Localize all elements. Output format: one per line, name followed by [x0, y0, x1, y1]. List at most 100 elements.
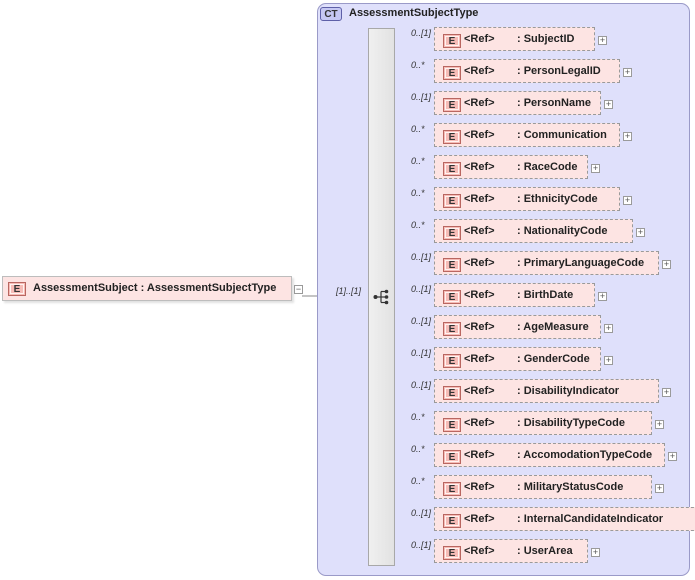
child-cardinality: 0..* [411, 60, 425, 70]
child-element[interactable]: E<Ref> : GenderCode [434, 347, 601, 371]
expand-toggle-icon[interactable]: + [623, 67, 632, 77]
expand-toggle-icon[interactable]: + [604, 99, 613, 109]
element-icon: E [443, 194, 461, 208]
child-element[interactable]: E<Ref> : MilitaryStatusCode [434, 475, 652, 499]
expand-toggle-icon[interactable]: + [655, 419, 664, 429]
child-cardinality: 0..[1] [411, 508, 432, 518]
child-ref-label: <Ref> [464, 385, 495, 397]
complex-type-icon: CT [320, 7, 342, 21]
child-ref-label: <Ref> [464, 449, 495, 461]
expand-toggle-icon[interactable]: + [623, 195, 632, 205]
child-ref-label: <Ref> [464, 97, 495, 109]
child-element[interactable]: E<Ref> : EthnicityCode [434, 187, 620, 211]
element-icon: E [443, 34, 461, 48]
child-name-label: : BirthDate [517, 289, 574, 301]
child-ref-label: <Ref> [464, 321, 495, 333]
element-icon: E [443, 130, 461, 144]
expand-toggle-icon[interactable]: + [598, 35, 607, 45]
child-name-label: : SubjectID [517, 33, 575, 45]
child-cardinality: 0..[1] [411, 348, 432, 358]
element-icon: E [443, 354, 461, 368]
child-name-label: : PrimaryLanguageCode [517, 257, 645, 269]
child-cardinality: 0..[1] [411, 284, 432, 294]
child-element[interactable]: E<Ref>: DisabilityIndicator [434, 379, 659, 403]
child-name-label: : RaceCode [517, 161, 578, 173]
element-icon: E [443, 258, 461, 272]
child-cardinality: 0..* [411, 156, 425, 166]
child-cardinality: 0..* [411, 124, 425, 134]
child-element[interactable]: E<Ref> : InternalCandidateIndicator [434, 507, 695, 531]
child-ref-label: <Ref> [464, 225, 495, 237]
child-cardinality: 0..[1] [411, 540, 432, 550]
expand-toggle-icon[interactable]: + [668, 451, 677, 461]
sequence-compositor-icon [373, 289, 389, 305]
child-ref-label: <Ref> [464, 353, 495, 365]
expand-toggle-icon[interactable]: + [604, 323, 613, 333]
child-ref-label: <Ref> [464, 481, 495, 493]
expand-toggle-icon[interactable]: + [636, 227, 645, 237]
child-ref-label: <Ref> [464, 289, 495, 301]
child-ref-label: <Ref> [464, 193, 495, 205]
child-element[interactable]: E<Ref>: Communication [434, 123, 620, 147]
child-cardinality: 0..[1] [411, 380, 432, 390]
child-ref-label: <Ref> [464, 161, 495, 173]
child-element[interactable]: E<Ref> : SubjectID [434, 27, 595, 51]
child-name-label: : PersonLegalID [517, 65, 601, 77]
child-element[interactable]: E<Ref> : PersonName [434, 91, 601, 115]
expand-toggle-icon[interactable]: + [623, 131, 632, 141]
element-icon: E [443, 514, 461, 528]
child-name-label: : PersonName [517, 97, 591, 109]
child-element[interactable]: E<Ref>: PersonLegalID [434, 59, 620, 83]
element-icon: E [443, 290, 461, 304]
expand-toggle-icon[interactable]: + [598, 291, 607, 301]
child-element[interactable]: E<Ref> : PrimaryLanguageCode [434, 251, 659, 275]
child-ref-label: <Ref> [464, 545, 495, 557]
element-icon: E [443, 450, 461, 464]
child-ref-label: <Ref> [464, 33, 495, 45]
child-element[interactable]: E<Ref> : UserArea [434, 539, 588, 563]
child-name-label: : MilitaryStatusCode [517, 481, 624, 493]
element-icon: E [443, 482, 461, 496]
expand-toggle-icon[interactable]: + [662, 387, 671, 397]
child-name-label: : DisabilityTypeCode [517, 417, 625, 429]
child-cardinality: 0..[1] [411, 28, 432, 38]
root-cardinality: [1]..[1] [336, 286, 362, 296]
child-ref-label: <Ref> [464, 257, 495, 269]
expand-toggle-icon[interactable]: + [591, 163, 600, 173]
child-element[interactable]: E<Ref>: RaceCode [434, 155, 588, 179]
child-name-label: : GenderCode [517, 353, 590, 365]
element-icon: E [443, 418, 461, 432]
child-element[interactable]: E<Ref> : DisabilityTypeCode [434, 411, 652, 435]
child-element[interactable]: E<Ref> : AccomodationTypeCode [434, 443, 665, 467]
element-icon: E [443, 546, 461, 560]
child-ref-label: <Ref> [464, 513, 495, 525]
expand-toggle-icon[interactable]: + [655, 483, 664, 493]
child-name-label: : UserArea [517, 545, 573, 557]
child-cardinality: 0..* [411, 220, 425, 230]
child-element[interactable]: E<Ref>: AgeMeasure [434, 315, 601, 339]
expand-toggle-icon[interactable]: + [604, 355, 613, 365]
child-cardinality: 0..[1] [411, 252, 432, 262]
child-name-label: : AgeMeasure [517, 321, 589, 333]
child-cardinality: 0..[1] [411, 316, 432, 326]
expand-toggle-icon[interactable]: + [591, 547, 600, 557]
child-ref-label: <Ref> [464, 129, 495, 141]
element-icon: E [443, 386, 461, 400]
element-icon: E [8, 282, 26, 296]
element-icon: E [443, 66, 461, 80]
child-name-label: : NationalityCode [517, 225, 608, 237]
expand-toggle-icon[interactable]: + [662, 259, 671, 269]
collapse-toggle-icon[interactable]: − [294, 284, 303, 294]
root-element[interactable]: E AssessmentSubject : AssessmentSubjectT… [2, 276, 292, 301]
child-name-label: : EthnicityCode [517, 193, 598, 205]
child-element[interactable]: E<Ref> : NationalityCode [434, 219, 633, 243]
child-name-label: : InternalCandidateIndicator [517, 513, 664, 525]
child-cardinality: 0..[1] [411, 92, 432, 102]
child-cardinality: 0..* [411, 188, 425, 198]
element-icon: E [443, 98, 461, 112]
child-name-label: : AccomodationTypeCode [517, 449, 653, 461]
element-icon: E [443, 226, 461, 240]
child-element[interactable]: E<Ref> : BirthDate [434, 283, 595, 307]
child-ref-label: <Ref> [464, 417, 495, 429]
complex-type-title: AssessmentSubjectType [349, 7, 479, 19]
